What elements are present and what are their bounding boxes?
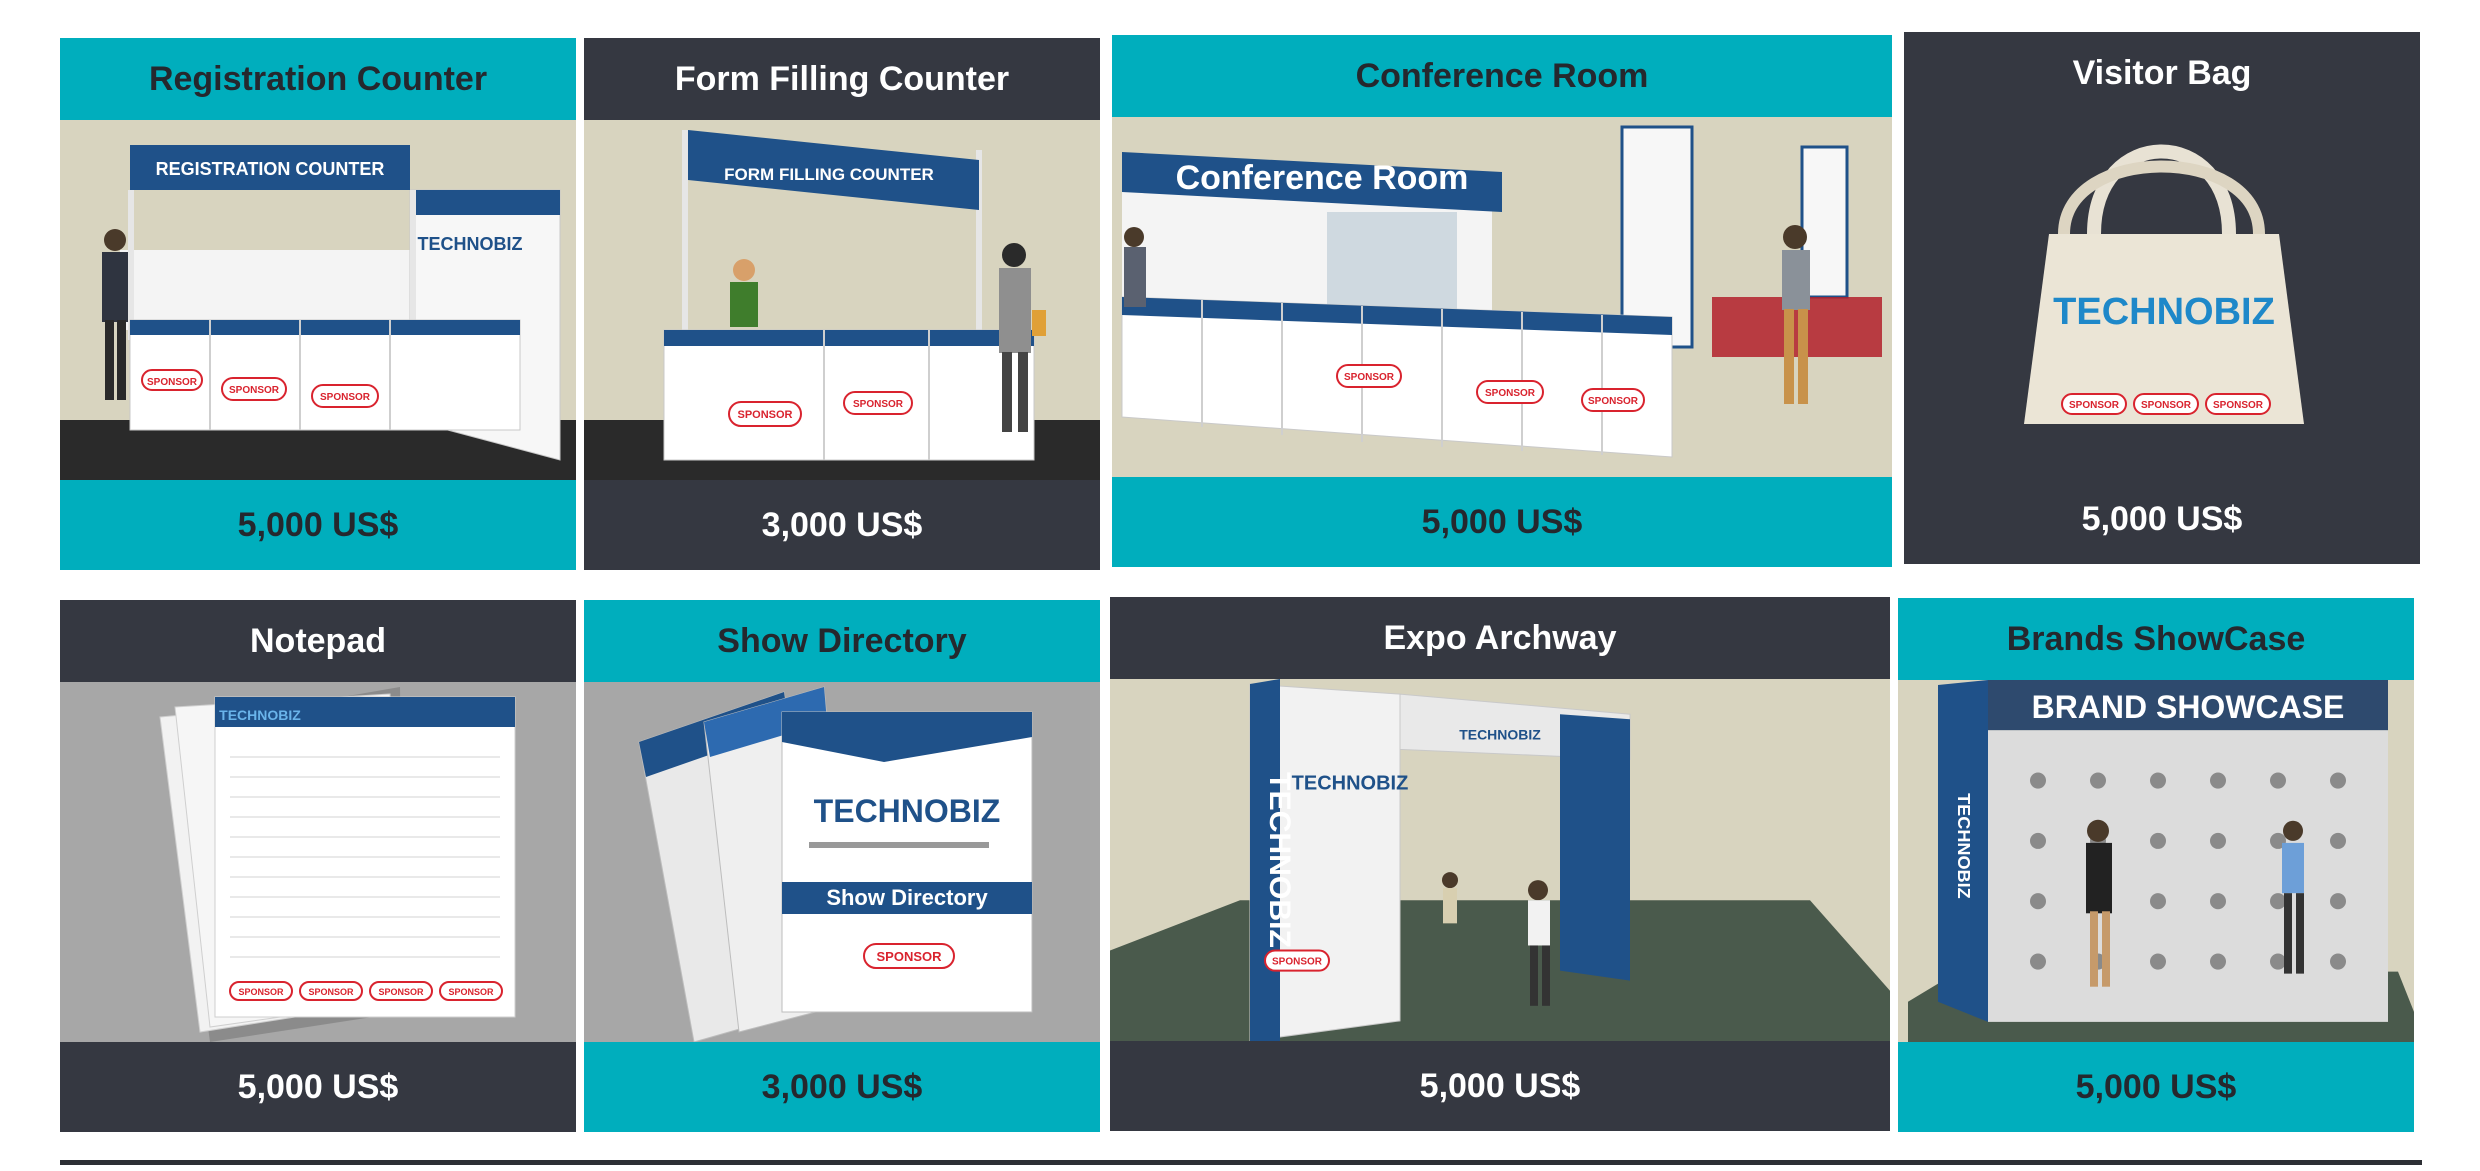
sponsor-tag: SPONSOR (308, 987, 354, 997)
showcase-side-brand-text: TECHNOBIZ (1954, 793, 1974, 899)
sponsorship-card-expo-archway: Expo Archway TECHNOBIZ TECHNOBIZ TECHNOB… (1110, 597, 1890, 1131)
expo-archway-image: TECHNOBIZ TECHNOBIZ TECHNOBIZ SPONSOR (1110, 679, 1890, 1041)
sponsor-tag: SPONSOR (2141, 400, 2192, 411)
sponsor-tag: SPONSOR (1272, 957, 1323, 968)
sponsor-tag: SPONSOR (229, 385, 280, 396)
card-price: 5,000 US$ (1904, 474, 2420, 564)
sponsor-tag: SPONSOR (238, 987, 284, 997)
form-filling-counter-image: FORM FILLING COUNTER SPONSOR SPONSOR (584, 120, 1100, 480)
registration-counter-image: REGISTRATION COUNTER TECHNOBIZ SPONSOR S… (60, 120, 576, 480)
sponsor-tag: SPONSOR (1485, 388, 1536, 399)
form-filling-counter-illustration: FORM FILLING COUNTER SPONSOR SPONSOR (584, 130, 1100, 480)
sponsor-tag: SPONSOR (320, 392, 371, 403)
sponsorship-card-brands-showcase: Brands ShowCase TECHNOBIZ BRAND SHOWCASE (1898, 598, 2414, 1132)
card-title: Conference Room (1112, 35, 1892, 117)
card-price: 5,000 US$ (1112, 477, 1892, 567)
notepad-illustration: TECHNOBIZ SPONSOR SPONSOR SPONSOR SPONSO… (159, 687, 516, 1042)
archway-side-brand-text: TECHNOBIZ (1263, 772, 1296, 948)
sponsor-tag: SPONSOR (876, 949, 942, 964)
sponsorship-card-notepad: Notepad TECHNOBIZ SPONSOR SPONSOR S (60, 600, 576, 1132)
sponsorship-card-registration-counter: Registration Counter REGISTRATION COUNTE… (60, 38, 576, 570)
show-directory-image: TECHNOBIZ Show Directory SPONSOR (584, 682, 1100, 1042)
sponsorship-card-form-filling-counter: Form Filling Counter FORM FILLING COUNTE… (584, 38, 1100, 570)
card-price: 5,000 US$ (1898, 1042, 2414, 1132)
card-price: 5,000 US$ (1110, 1041, 1890, 1131)
sponsor-tag: SPONSOR (737, 409, 792, 421)
brands-showcase-illustration: TECHNOBIZ BRAND SHOWCASE (1908, 680, 2414, 1042)
card-title: Show Directory (584, 600, 1100, 682)
notepad-brand-text: TECHNOBIZ (219, 707, 301, 723)
archway-brand-text: TECHNOBIZ (1292, 773, 1409, 795)
directory-title-text: Show Directory (826, 885, 988, 910)
card-title: Notepad (60, 600, 576, 682)
card-price: 3,000 US$ (584, 480, 1100, 570)
sponsor-tag: SPONSOR (1588, 396, 1639, 407)
archway-top-brand-text: TECHNOBIZ (1459, 726, 1541, 742)
sponsor-tag: SPONSOR (448, 987, 494, 997)
counter-sign-text: FORM FILLING COUNTER (724, 165, 934, 184)
sponsor-tag: SPONSOR (853, 399, 904, 410)
card-title: Brands ShowCase (1898, 598, 2414, 680)
expo-archway-illustration: TECHNOBIZ TECHNOBIZ TECHNOBIZ SPONSOR (1110, 679, 1890, 1041)
show-directory-illustration: TECHNOBIZ Show Directory SPONSOR (638, 686, 1033, 1042)
card-price: 3,000 US$ (584, 1042, 1100, 1132)
conference-room-image: Conference Room SPONSOR SPONSOR SPONSOR (1112, 117, 1892, 477)
card-title: Form Filling Counter (584, 38, 1100, 120)
showcase-sign-text: BRAND SHOWCASE (2032, 689, 2345, 725)
sponsor-tag: SPONSOR (2213, 400, 2264, 411)
registration-counter-illustration: REGISTRATION COUNTER TECHNOBIZ SPONSOR S… (60, 145, 576, 480)
sponsor-tag: SPONSOR (2069, 400, 2120, 411)
directory-brand-text: TECHNOBIZ (814, 793, 1001, 829)
sponsorship-card-visitor-bag: Visitor Bag TECHNOBIZ SPONSOR SPONSOR SP… (1904, 32, 2420, 564)
conference-room-illustration: Conference Room SPONSOR SPONSOR SPONSOR (1121, 125, 1882, 458)
card-title: Expo Archway (1110, 597, 1890, 679)
card-title: Visitor Bag (1904, 32, 2420, 114)
card-title: Registration Counter (60, 38, 576, 120)
counter-sign-text: REGISTRATION COUNTER (156, 159, 385, 179)
brands-showcase-image: TECHNOBIZ BRAND SHOWCASE (1898, 680, 2414, 1042)
bag-brand-text: TECHNOBIZ (2053, 291, 2275, 333)
counter-brand-text: TECHNOBIZ (418, 234, 523, 254)
visitor-bag-image: TECHNOBIZ SPONSOR SPONSOR SPONSOR (1904, 114, 2420, 474)
notepad-image: TECHNOBIZ SPONSOR SPONSOR SPONSOR SPONSO… (60, 682, 576, 1042)
conference-sign-text: Conference Room (1176, 159, 1469, 197)
sponsorship-card-conference-room: Conference Room Conference Room SPONSOR … (1112, 35, 1892, 567)
sponsor-tag: SPONSOR (147, 377, 198, 388)
card-price: 5,000 US$ (60, 480, 576, 570)
sponsorship-card-show-directory: Show Directory TECHNOBIZ Show Directory … (584, 600, 1100, 1132)
sponsor-tag: SPONSOR (1344, 372, 1395, 383)
sponsor-tag: SPONSOR (378, 987, 424, 997)
visitor-bag-illustration: TECHNOBIZ SPONSOR SPONSOR SPONSOR (2024, 144, 2304, 424)
card-price: 5,000 US$ (60, 1042, 576, 1132)
bottom-divider (60, 1160, 2422, 1165)
